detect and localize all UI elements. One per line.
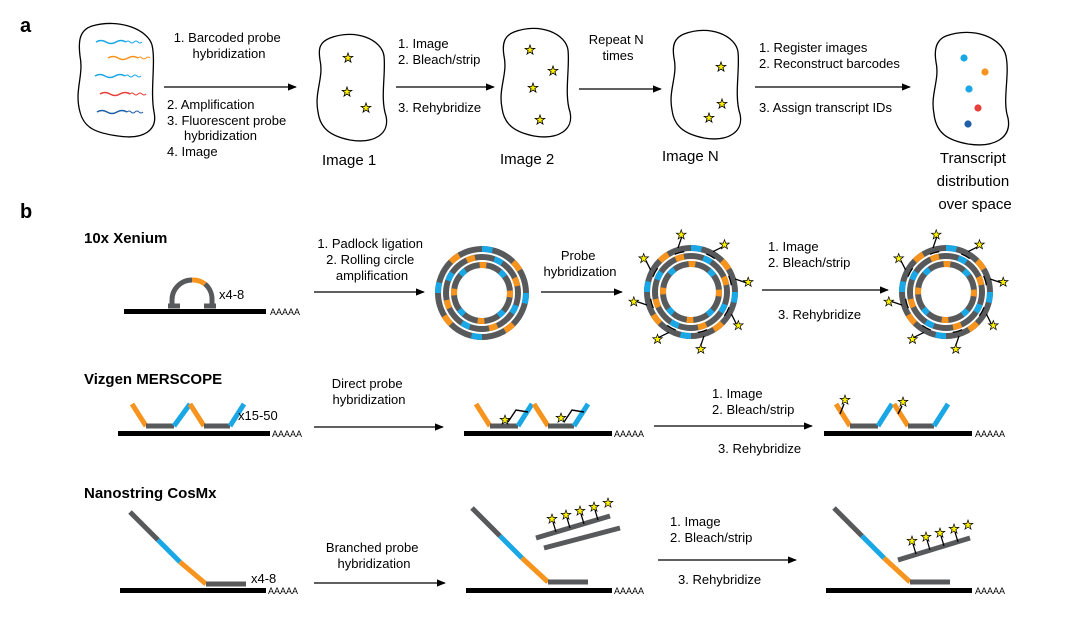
step-a1-label: 1. Barcoded probe hybridization (174, 30, 285, 61)
merscope-count: x15-50 (238, 408, 278, 423)
cosmx-probe (128, 510, 246, 587)
image-n-label: Image N (662, 148, 719, 165)
xenium-step3-label: 1. Image 2. Bleach/strip 3. Rehybridize (768, 239, 861, 322)
image-2-label: Image 2 (500, 151, 554, 168)
cosmx-step2-label: 1. Image 2. Bleach/strip 3. Rehybridize (670, 514, 761, 587)
cosmx-step1-label: Branched probe hybridization (326, 540, 422, 571)
merscope-step2-label: 1. Image 2. Bleach/strip 3. Rehybridize (712, 386, 801, 456)
cell-outline-final (932, 31, 1010, 146)
merscope-readout-final (839, 403, 903, 415)
cell-outline-image-2 (500, 27, 572, 138)
cosmx-mrna (120, 588, 266, 593)
cosmx-polya-2: AAAAA (614, 586, 644, 596)
merscope-readout-probes (507, 409, 585, 423)
panel-label-b: b (20, 201, 32, 223)
merscope-stars-1 (499, 412, 567, 425)
cosmx-branch-readouts (552, 509, 599, 533)
merscope-title: Vizgen MERSCOPE (84, 371, 222, 388)
cosmx-mrna-2 (466, 588, 612, 593)
merscope-step1-label: Direct probe hybridization (332, 376, 406, 407)
step-a4-label: Repeat N times (589, 32, 648, 63)
cosmx-mrna-3 (826, 588, 972, 593)
step-a5-label: 1. Register images 2. Reconstruct barcod… (759, 40, 904, 115)
step-a2-label: 2. Amplification 3. Fluorescent probe hy… (167, 97, 290, 159)
xenium-title: 10x Xenium (84, 230, 167, 247)
cosmx-probe-final (832, 506, 971, 585)
xenium-polya: AAAAA (270, 307, 300, 317)
stars-image-2 (524, 44, 559, 125)
merscope-probes (129, 402, 247, 429)
merscope-probes-final (833, 402, 951, 429)
transcripts-group (94, 39, 151, 115)
xenium-step1-label: 1. Padlock ligation 2. Rolling circle am… (317, 236, 426, 283)
xenium-count: x4-8 (219, 287, 244, 302)
merscope-polya-2: AAAAA (614, 429, 644, 439)
xenium-mrna (124, 309, 266, 314)
cosmx-count: x4-8 (251, 571, 276, 586)
panel-label-a: a (20, 15, 32, 37)
image-1-label: Image 1 (322, 152, 376, 169)
stars-image-n (703, 61, 728, 123)
cosmx-title: Nanostring CosMx (84, 485, 217, 502)
cosmx-polya-3: AAAAA (975, 586, 1005, 596)
xenium-rolling-circle-product (434, 245, 530, 341)
merscope-mrna-3 (824, 431, 972, 436)
merscope-mrna-2 (464, 431, 612, 436)
xenium-padlock-probe (168, 277, 216, 309)
transcript-distribution-label: Transcript distribution over space (937, 150, 1014, 213)
cosmx-branch-readouts-final (912, 531, 959, 555)
merscope-polya: AAAAA (272, 429, 302, 439)
cosmx-polya: AAAAA (268, 586, 298, 596)
xenium-probed-circle-1 (628, 229, 754, 354)
xenium-step2-label: Probe hybridization (544, 248, 617, 279)
stars-image-1 (341, 52, 372, 113)
merscope-stars-2 (839, 394, 909, 407)
merscope-polya-3: AAAAA (975, 429, 1005, 439)
merscope-probes-hybridized (473, 402, 591, 429)
cell-outline-initial (77, 22, 156, 138)
step-a3-label: 1. Image 2. Bleach/strip 3. Rehybridize (398, 36, 484, 115)
merscope-mrna (118, 431, 270, 436)
xenium-probed-circle-2 (883, 229, 1009, 354)
cell-outline-image-1 (316, 33, 388, 142)
transcript-dots (960, 54, 989, 128)
cell-outline-image-n (670, 29, 742, 140)
